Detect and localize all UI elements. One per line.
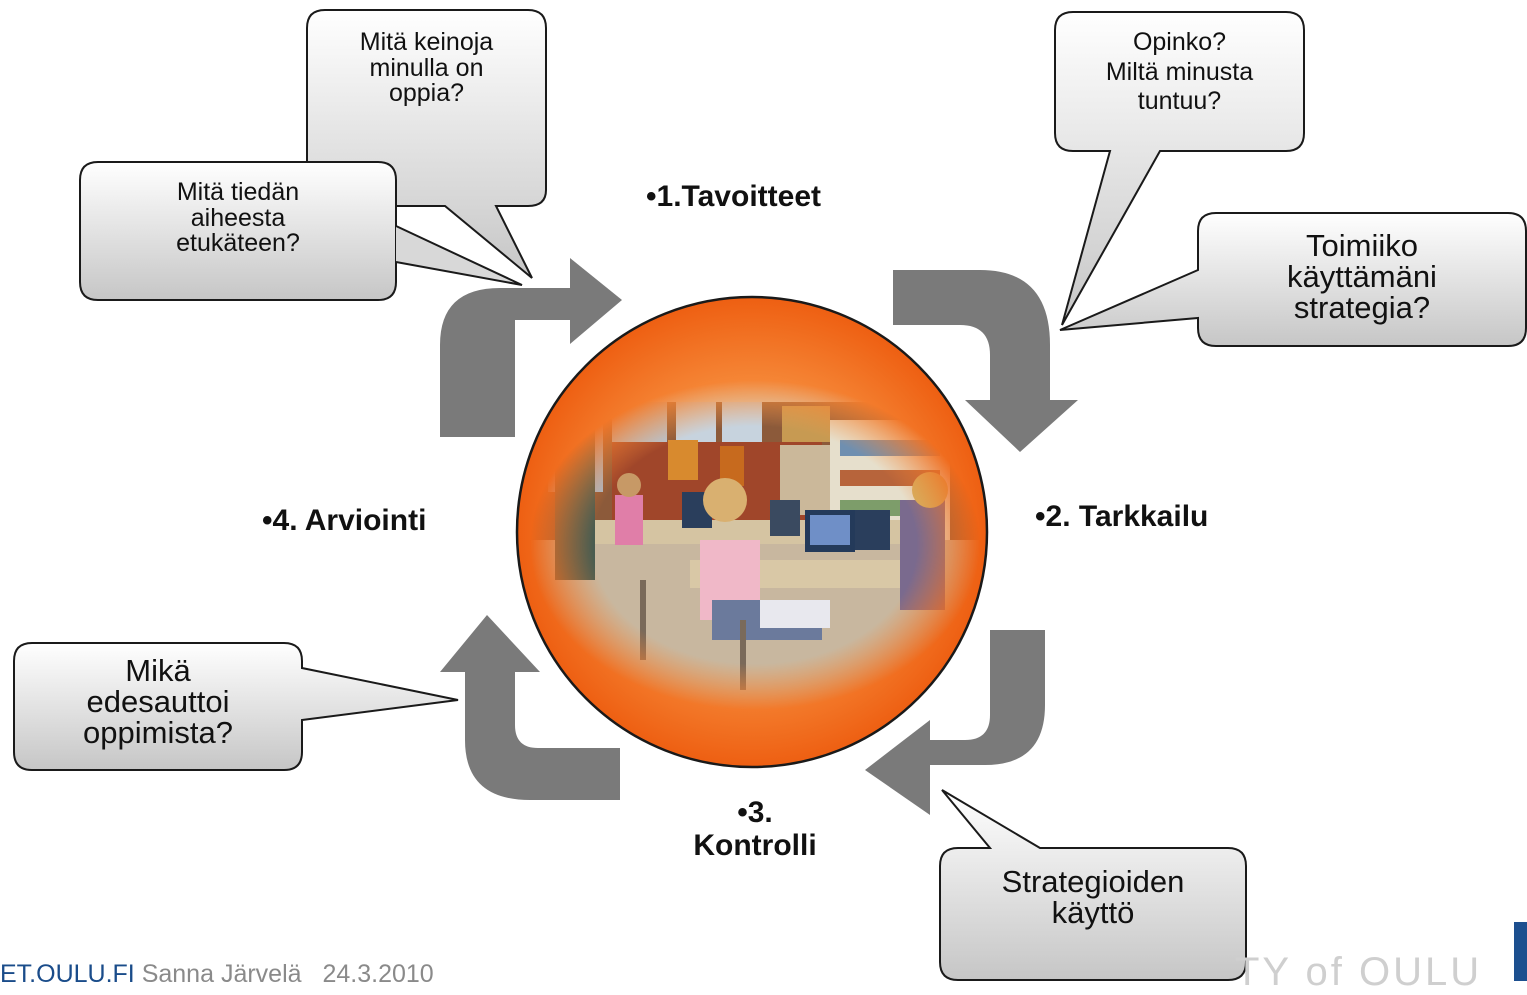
callout-tiedan-line: etukäteen?: [176, 229, 300, 257]
university-wordmark: TY of OULU: [1235, 950, 1483, 994]
callout-tiedan-line: Mitä tiedän: [176, 178, 300, 206]
callout-opinko-line: tuntuu?: [1137, 87, 1222, 115]
callout-keinoja: [306, 9, 547, 279]
arrow-top-right: [893, 270, 1078, 452]
callout-toimiiko-line: strategia?: [1293, 290, 1431, 325]
callout-mika-line: Mikä: [125, 653, 191, 688]
university-logo: [1514, 922, 1527, 981]
phase-4-label: •4. Arviointi: [262, 504, 427, 537]
footer-author: Sanna Järvelä: [141, 960, 302, 988]
callout-tiedan-line: aiheesta: [190, 203, 286, 232]
callout-strategioiden-line: käyttö: [1051, 895, 1135, 930]
phase-3-number: •3.: [737, 796, 773, 829]
arrow-top-left: [440, 258, 622, 437]
phase-3-label: •3. Kontrolli: [660, 796, 850, 862]
footer-url[interactable]: ET.OULU.FI: [0, 960, 135, 988]
footer-date: 24.3.2010: [322, 960, 434, 988]
arrow-bottom-left: [440, 615, 620, 800]
classroom-photo: [530, 380, 980, 710]
callout-mika: [13, 642, 459, 771]
callout-strategioiden: [939, 789, 1247, 981]
callout-mika-line: oppimista?: [83, 715, 233, 750]
phase-3-name: Kontrolli: [693, 829, 817, 862]
callout-keinoja-line: minulla on: [369, 53, 484, 82]
callout-strategioiden-line: Strategioiden: [1001, 864, 1185, 899]
callout-strategioiden-text: Strategioiden käyttö: [940, 866, 1246, 928]
callout-toimiiko-line: Toimiiko: [1306, 228, 1418, 263]
callout-opinko-text: Opinko? Miltä minusta tuntuu?: [1055, 28, 1304, 117]
callout-opinko-line: Miltä minusta: [1105, 57, 1254, 86]
callout-toimiiko-line: käyttämäni: [1287, 259, 1437, 294]
phase-1-label: •1.Tavoitteet: [646, 180, 821, 213]
arrow-bottom-right: [865, 630, 1045, 815]
callout-tiedan-text: Mitä tiedän aiheesta etukäteen?: [80, 178, 396, 257]
phase-2-label: •2. Tarkkailu: [1035, 500, 1209, 533]
callout-toimiiko-text: Toimiiko käyttämäni strategia?: [1198, 230, 1526, 323]
callout-toimiiko: [1059, 212, 1527, 347]
callout-opinko-line: Opinko?: [1132, 28, 1227, 56]
callout-opinko: [1054, 11, 1305, 326]
callout-keinoja-line: oppia?: [388, 79, 465, 107]
footer-credits: ET.OULU.FI Sanna Järvelä 24.3.2010: [0, 960, 434, 989]
callout-mika-text: Mikä edesauttoi oppimista?: [14, 655, 302, 748]
callout-keinoja-line: Mitä keinoja: [359, 28, 494, 56]
callout-tiedan: [79, 161, 523, 301]
callout-keinoja-text: Mitä keinoja minulla on oppia?: [307, 28, 546, 107]
callout-mika-line: edesauttoi: [86, 684, 230, 719]
